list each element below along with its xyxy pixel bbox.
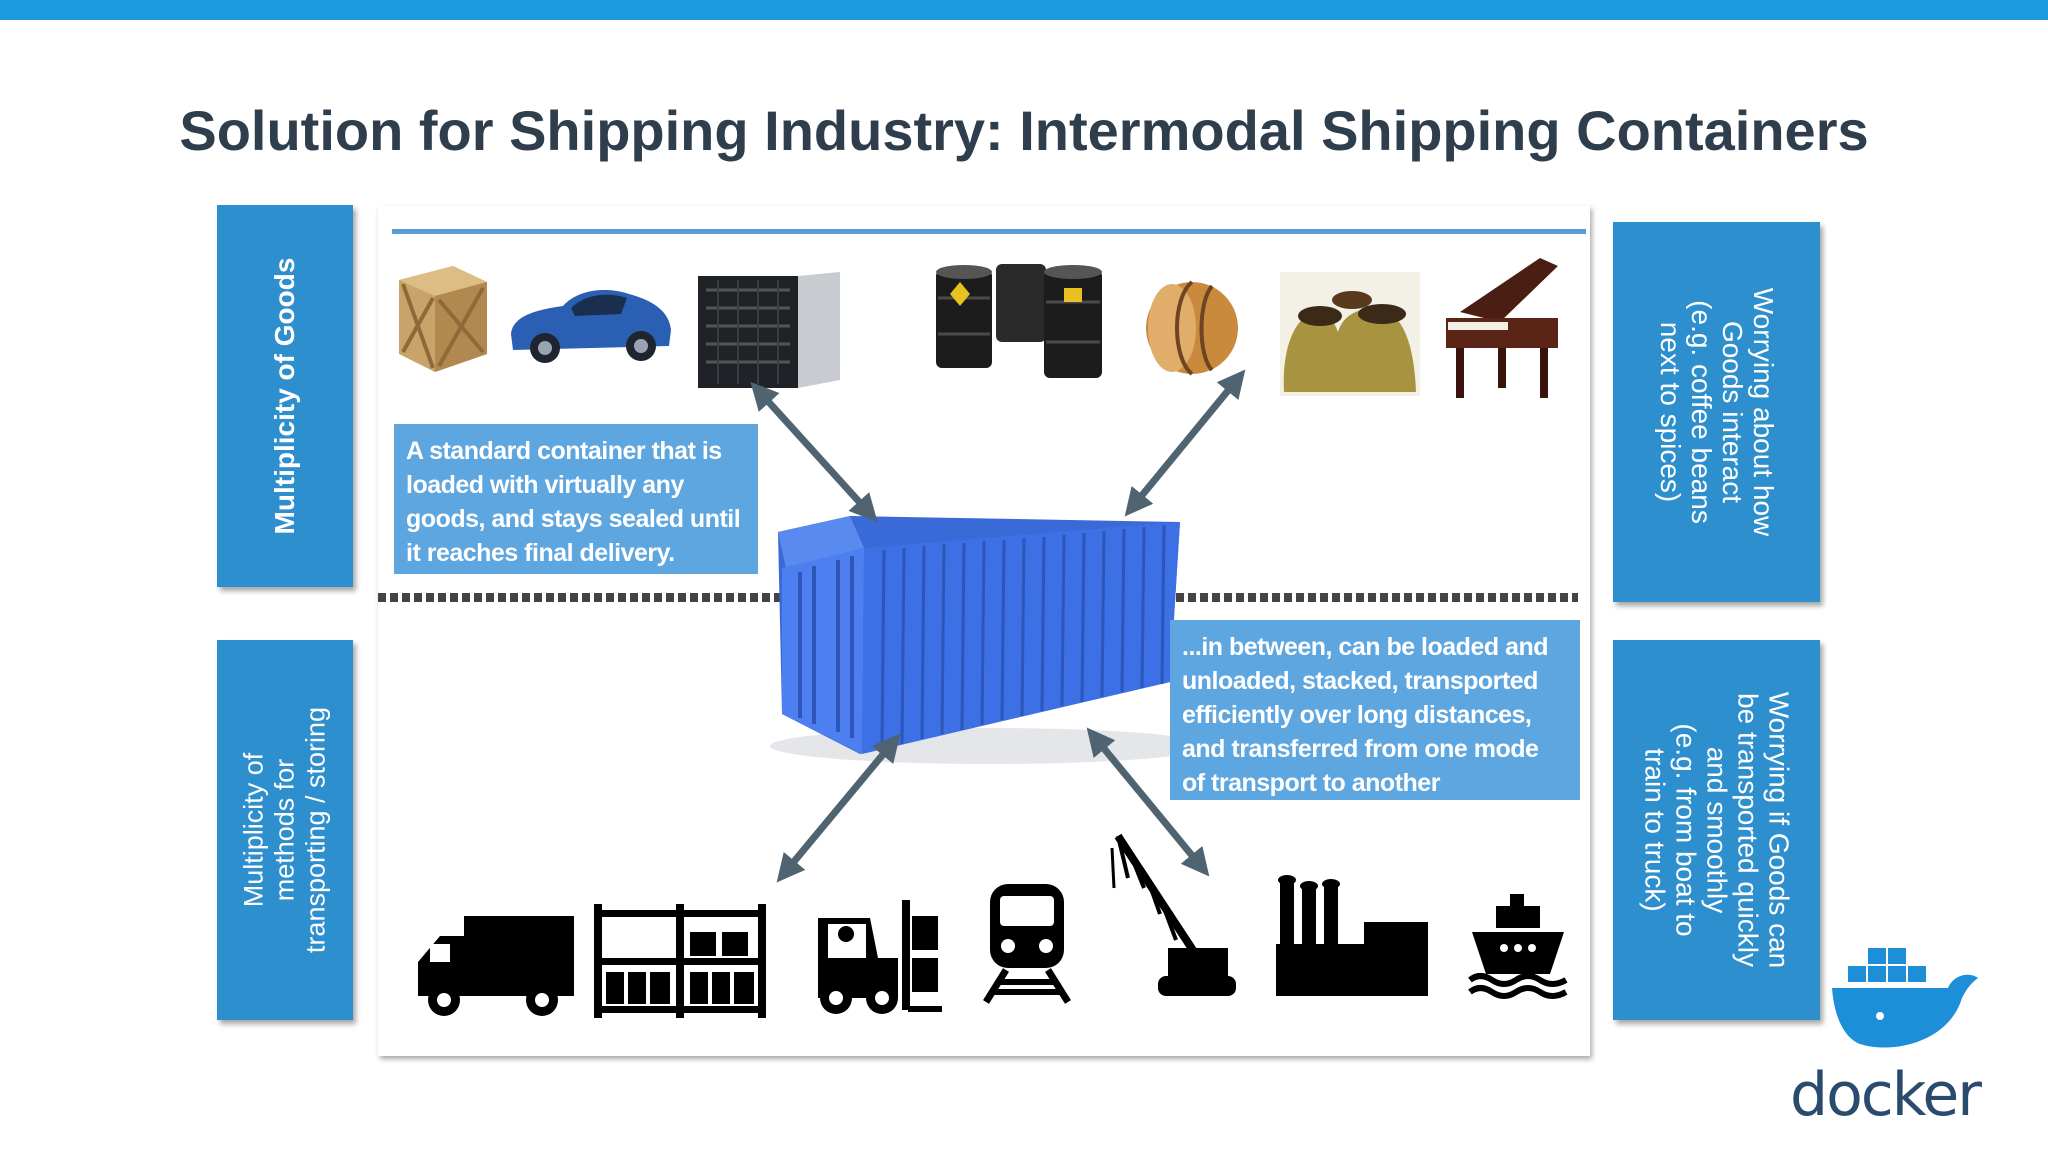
warehouse-rack-icon xyxy=(594,904,766,1018)
label-multiplicity-methods: Multiplicity of methods for transporting… xyxy=(217,640,353,1020)
divider-dotted-right xyxy=(1176,593,1578,602)
docker-logo-text: docker xyxy=(1790,1060,1982,1130)
sacks-icon xyxy=(1280,272,1420,396)
wooden-barrel-icon xyxy=(1146,280,1238,376)
ship-icon xyxy=(1468,894,1568,999)
arrow-transport-left xyxy=(776,733,901,883)
docker-whale-icon xyxy=(1832,948,1978,1048)
divider-dotted-left xyxy=(378,593,780,602)
container-ribs xyxy=(880,524,1166,749)
car-icon xyxy=(511,290,671,363)
server-rack-icon xyxy=(698,272,840,388)
top-accent-bar xyxy=(0,0,2048,20)
label-multiplicity-goods: Multiplicity of Goods xyxy=(217,205,353,587)
top-rule xyxy=(392,229,1586,234)
crate-icon xyxy=(399,266,487,372)
callout-standard-container: A standard container that is loaded with… xyxy=(394,424,758,574)
slide-title: Solution for Shipping Industry: Intermod… xyxy=(179,99,1869,162)
arrow-transport-right xyxy=(1086,727,1210,877)
crane-icon xyxy=(1110,833,1236,996)
train-icon xyxy=(983,884,1071,1004)
callout-in-between: ...in between, can be loaded and unloade… xyxy=(1170,620,1580,800)
factory-icon xyxy=(1276,875,1428,996)
oil-barrels-icon xyxy=(936,264,1102,378)
truck-icon xyxy=(418,916,574,1016)
arrow-goods-left xyxy=(750,381,878,523)
grand-piano-icon xyxy=(1446,258,1558,398)
label-goods-interact: Worrying about how Goods interact (e.g. … xyxy=(1613,222,1820,602)
label-transported-quickly: Worrying if Goods can be transported qui… xyxy=(1613,640,1820,1020)
forklift-icon xyxy=(818,900,942,1014)
arrow-goods-right xyxy=(1124,369,1246,517)
